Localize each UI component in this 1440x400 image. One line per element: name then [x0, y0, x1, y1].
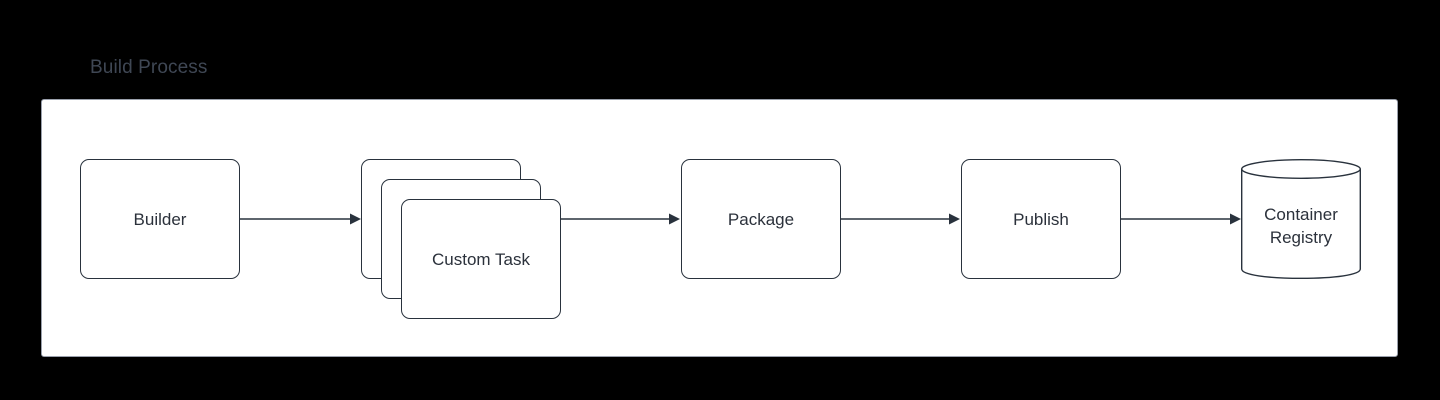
node-custom-task-label: Custom Task — [432, 249, 530, 269]
node-builder-label: Builder — [133, 209, 187, 229]
node-container-registry-label: Container Registry — [1264, 205, 1338, 247]
node-publish[interactable]: Publish — [961, 159, 1121, 279]
node-publish-label: Publish — [1013, 209, 1069, 229]
arrow-head-icon — [669, 213, 680, 225]
node-container-registry[interactable]: Container Registry — [1241, 159, 1361, 279]
edge-publish-to-container-registry — [1121, 212, 1242, 226]
edge-package-to-publish — [841, 212, 961, 226]
arrow-head-icon — [350, 213, 361, 225]
page-title: Build Process — [90, 57, 208, 78]
edge-builder-to-custom-task — [240, 212, 362, 226]
diagram-panel: Builder Custom Task Custom Task Custom T… — [41, 99, 1398, 357]
cylinder-shape-icon — [1241, 159, 1361, 279]
node-custom-task-card-front[interactable]: Custom Task — [401, 199, 561, 319]
arrow-head-icon — [949, 213, 960, 225]
node-package-label: Package — [727, 209, 795, 229]
arrow-head-icon — [1230, 213, 1241, 225]
node-custom-task-stack[interactable]: Custom Task Custom Task Custom Task — [42, 100, 1397, 356]
edge-custom-task-to-package — [561, 212, 681, 226]
node-builder[interactable]: Builder — [80, 159, 240, 279]
node-package[interactable]: Package — [681, 159, 841, 279]
